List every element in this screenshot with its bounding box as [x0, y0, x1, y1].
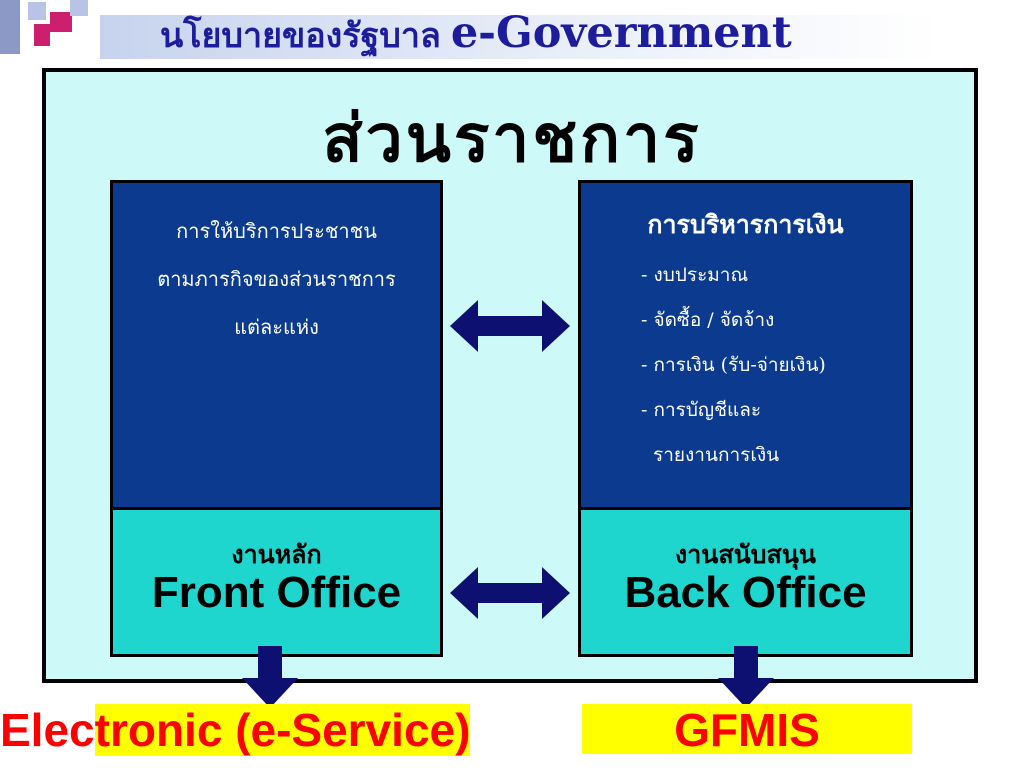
electronic-service-label: Electronic (e-Service): [0, 700, 471, 760]
back-office-description-box: การบริหารการเงิน - งบประมาณ - จัดซื้อ / …: [578, 180, 913, 510]
panel-title: ส่วนราชการ: [322, 100, 702, 177]
front-description-line: การให้บริการประชาชน: [176, 219, 377, 243]
electronic-service-label-highlighted: tronic (e-Service): [94, 704, 471, 756]
double-arrow-icon: [450, 300, 570, 352]
page-title-thai: นโยบายของรัฐบาล: [160, 16, 441, 56]
down-arrow-icon: [718, 646, 774, 708]
back-office-list: - งบประมาณ - จัดซื้อ / จัดจ้าง - การเงิน…: [641, 253, 910, 478]
front-office-box: งานหลัก Front Office: [110, 507, 443, 657]
corner-squares-icon: [0, 0, 88, 54]
list-item: - จัดซื้อ / จัดจ้าง: [641, 309, 775, 331]
back-office-heading: การบริหารการเงิน: [647, 210, 844, 239]
list-item: - งบประมาณ: [641, 264, 749, 286]
title-bar: [100, 15, 940, 59]
back-office-label: Back Office: [624, 568, 867, 617]
page-title-english: e-Government: [450, 8, 792, 58]
front-office-thai-label: งานหลัก: [231, 540, 322, 569]
double-arrow-icon: [450, 567, 570, 619]
gfmis-label: GFMIS: [582, 704, 912, 756]
list-item: - การเงิน (รับ-จ่ายเงิน): [641, 354, 826, 376]
down-arrow-icon: [242, 646, 298, 708]
front-description-line: แต่ละแห่ง: [234, 315, 319, 339]
front-office-label: Front Office: [151, 568, 402, 617]
list-item: รายงานการเงิน: [653, 444, 780, 466]
list-item: - การบัญชีและ: [641, 399, 762, 421]
back-office-thai-label: งานสนับสนุน: [675, 540, 816, 569]
back-office-box: งานสนับสนุน Back Office: [578, 507, 913, 657]
front-office-description-box: การให้บริการประชาชน ตามภารกิจของส่วนราชก…: [110, 180, 443, 510]
electronic-service-label-part: Elec: [0, 704, 95, 756]
front-description-line: ตามภารกิจของส่วนราชการ: [157, 267, 396, 291]
